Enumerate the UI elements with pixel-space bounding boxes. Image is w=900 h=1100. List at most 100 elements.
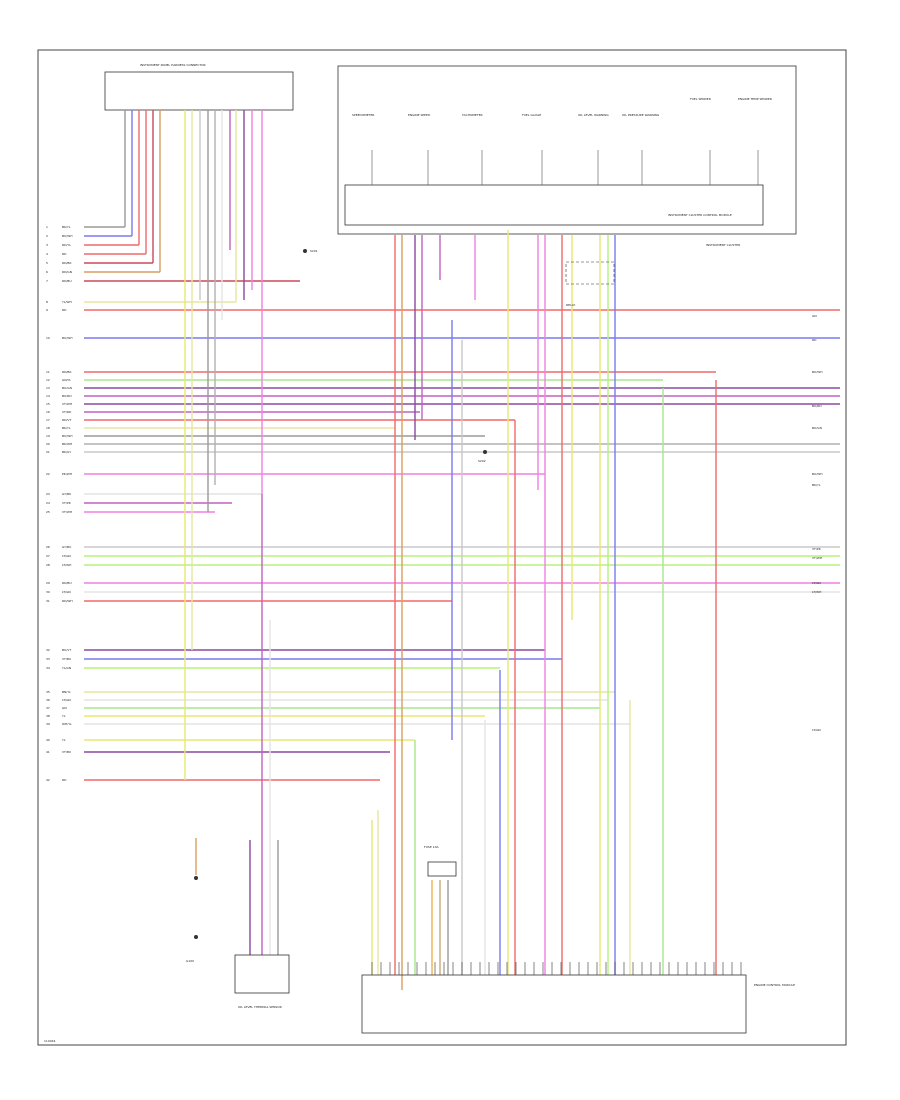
instrument-cluster: INSTRUMENT CLUSTER INSTRUMENT CLUSTER CO… [337,65,797,247]
wire-label: RD [62,252,67,256]
wire-pin-number: 31 [46,599,50,603]
wire-label: BK/WH [62,442,72,446]
wire-label: YL [62,738,66,742]
right-wire-label: LT/GN [812,581,821,585]
wire-pin-number: 26 [46,545,50,549]
cluster-inner-label: INSTRUMENT CLUSTER CONTROL MODULE [668,213,732,217]
cluster-box [337,65,797,235]
oil-sensor-box [234,954,290,994]
wire-pin-number: 29 [46,581,50,585]
ecm-label: ENGINE CONTROL MODULE [754,983,795,987]
wire-label: GY/BU [62,545,71,549]
wire-label: LT/GN [62,698,71,702]
splice-s202-label: S202 [478,459,486,463]
wire-pin-number: 41 [46,750,50,754]
cluster-unit: FUEL SENDER [690,97,711,185]
right-wire-label: RD [812,338,817,342]
wire-pin-number: 11 [46,370,50,374]
right-wire-label: BU/WH [812,370,823,374]
relay-block: RELAY [565,261,615,307]
wire-layer [84,110,840,990]
wire-label: WH/YL [62,722,72,726]
wire-label: GN [62,706,67,710]
wire-label: RD [62,778,67,782]
wire-pin-number: 14 [46,394,50,398]
wire-pin-number: 30 [46,590,50,594]
wire-label: YL/WH [62,300,72,304]
right-wire-label: BU/GN [812,426,822,430]
wire-label: RD/BU [62,581,72,585]
wire-pin-number: 21 [46,450,50,454]
wire-label: RD/VT [62,418,71,422]
wire-pin-number: 25 [46,510,50,514]
wire-pin-number: 6 [46,270,48,274]
wire-label: VT/PK [62,501,72,505]
splice-s202: S202 [478,450,487,463]
wire-label: LT/GN [62,554,71,558]
wire-pin-number: 9 [46,308,48,312]
splice-s201-label: S201 [310,249,318,253]
wire-label: RD/BK [62,261,72,265]
wire-pin-number: 34 [46,666,50,670]
right-wire-label: BK/YL [812,483,821,487]
wire-pin-number: 10 [46,336,50,340]
relay-label: RELAY [566,303,576,307]
ground-g100: G100 [186,876,198,963]
wire-label: PK/WH [62,472,72,476]
right-wire-label: VT/WH [812,556,822,560]
wire-pin-number: 19 [46,434,50,438]
wire-pin-number: 3 [46,243,48,247]
wire-pin-number: 7 [46,279,48,283]
wire-label: RD [62,308,67,312]
wire-label: BU/WH [62,336,73,340]
top-connector-label: INSTRUMENT PANEL HARNESS CONNECTOR [140,63,206,67]
fuse-box [427,861,457,877]
wire-pin-number: 1 [46,225,48,229]
cluster-unit: OIL LEVEL WARNING [578,113,609,185]
splice-s202-dot [483,450,487,454]
wire-pin-number: 12 [46,378,50,382]
cluster-unit-label: FUEL GAUGE [522,113,541,117]
wire-pin-number: 24 [46,501,50,505]
wire-label: RD/BU [62,279,72,283]
wire-label: GN/YL [62,378,71,382]
wire-pin-number: 37 [46,706,50,710]
right-wire-label: GN [812,314,817,318]
cluster-unit-label: ENGINE SPEED [408,113,431,117]
diagram-frame [37,49,847,1046]
wire-label: VT/BU [62,750,71,754]
wire-label: BK/YL [62,225,71,229]
wire-pin-number: 5 [46,261,48,265]
wire-label: VT/WH [62,510,72,514]
wire-pin-number: 17 [46,418,50,422]
wire-label: BU/WH [62,234,73,238]
cluster-unit: ENGINE SPEED [408,113,431,185]
wire-label: GY/BK [62,492,72,496]
wire-pin-number: 2 [46,234,48,238]
right-wire-label: LT/WH [812,590,821,594]
wire-pin-number: 32 [46,648,50,652]
wire-label: BU/RD [62,394,72,398]
splice-s201-dot [303,249,307,253]
wire-pin-number: 15 [46,402,50,406]
ground-dot-top [194,876,198,880]
cluster-unit: ENGINE TEMP SENDER [738,97,772,185]
wire-pin-number: 28 [46,563,50,567]
cluster-unit-label: OIL LEVEL WARNING [578,113,609,117]
wire-pin-number: 22 [46,472,50,476]
cluster-unit-label: FUEL SENDER [690,97,711,101]
right-wire-label: LT/GN [812,728,821,732]
footer-code: 110044 [44,1039,56,1043]
left-wire-labels: BK/YL1BU/WH2RD/YL3RD4RD/BK5RD/GN6RD/BU7Y… [46,225,73,782]
cluster-unit: TACHOMETER [461,113,483,185]
wire-pin-number: 13 [46,386,50,390]
top-connector: INSTRUMENT PANEL HARNESS CONNECTOR [104,63,294,111]
relay-box [565,261,615,285]
wire-label: YL/GN [62,666,71,670]
fuse-label: FUSE 10A [424,845,439,849]
fuse-block: FUSE 10A [424,845,457,877]
ecm-box [361,974,747,1034]
wire-pin-number: 20 [46,442,50,446]
right-wire-label: VT/PK [812,547,822,551]
wire-label: RD/GN [62,270,72,274]
